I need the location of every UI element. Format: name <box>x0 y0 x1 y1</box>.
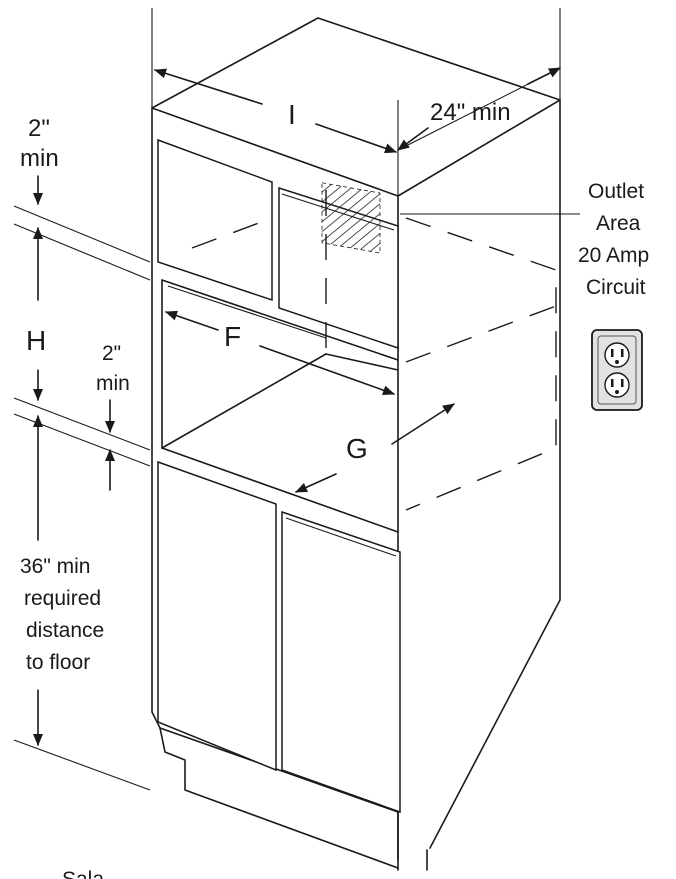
mid-gap-unit: min <box>96 372 130 395</box>
floor-label-line4: to floor <box>26 651 90 674</box>
hidden-lines <box>191 190 557 511</box>
floor-label-line1: 36" min <box>20 555 91 578</box>
oven-opening <box>161 279 399 533</box>
dim-i-label: I <box>288 99 296 130</box>
outlet-label-line1: Outlet <box>588 180 644 203</box>
dimension-labels: I 24" min 2" min H F 2" min G 36" min re… <box>20 99 649 879</box>
outlet-area-hatch <box>321 182 381 254</box>
dim-h-label: H <box>26 325 46 356</box>
top-gap-unit: min <box>20 145 59 172</box>
floor-label-line2: required <box>24 587 101 610</box>
dimension-lines <box>13 8 580 791</box>
dim-g-label: G <box>346 433 368 464</box>
top-gap-value: 2" <box>28 115 50 142</box>
duplex-outlet-icon <box>591 329 643 411</box>
mid-gap-value: 2" <box>102 342 121 365</box>
outlet-label-line2: Area <box>596 212 641 235</box>
dim-f-label: F <box>224 321 241 352</box>
depth-min-label: 24" min <box>430 99 511 126</box>
outlet-label-line4: Circuit <box>586 276 646 299</box>
footer-partial-text: Sala <box>62 868 104 879</box>
outlet-label-line3: 20 Amp <box>578 244 649 267</box>
lower-doors <box>157 460 401 814</box>
floor-label-line3: distance <box>26 619 104 642</box>
